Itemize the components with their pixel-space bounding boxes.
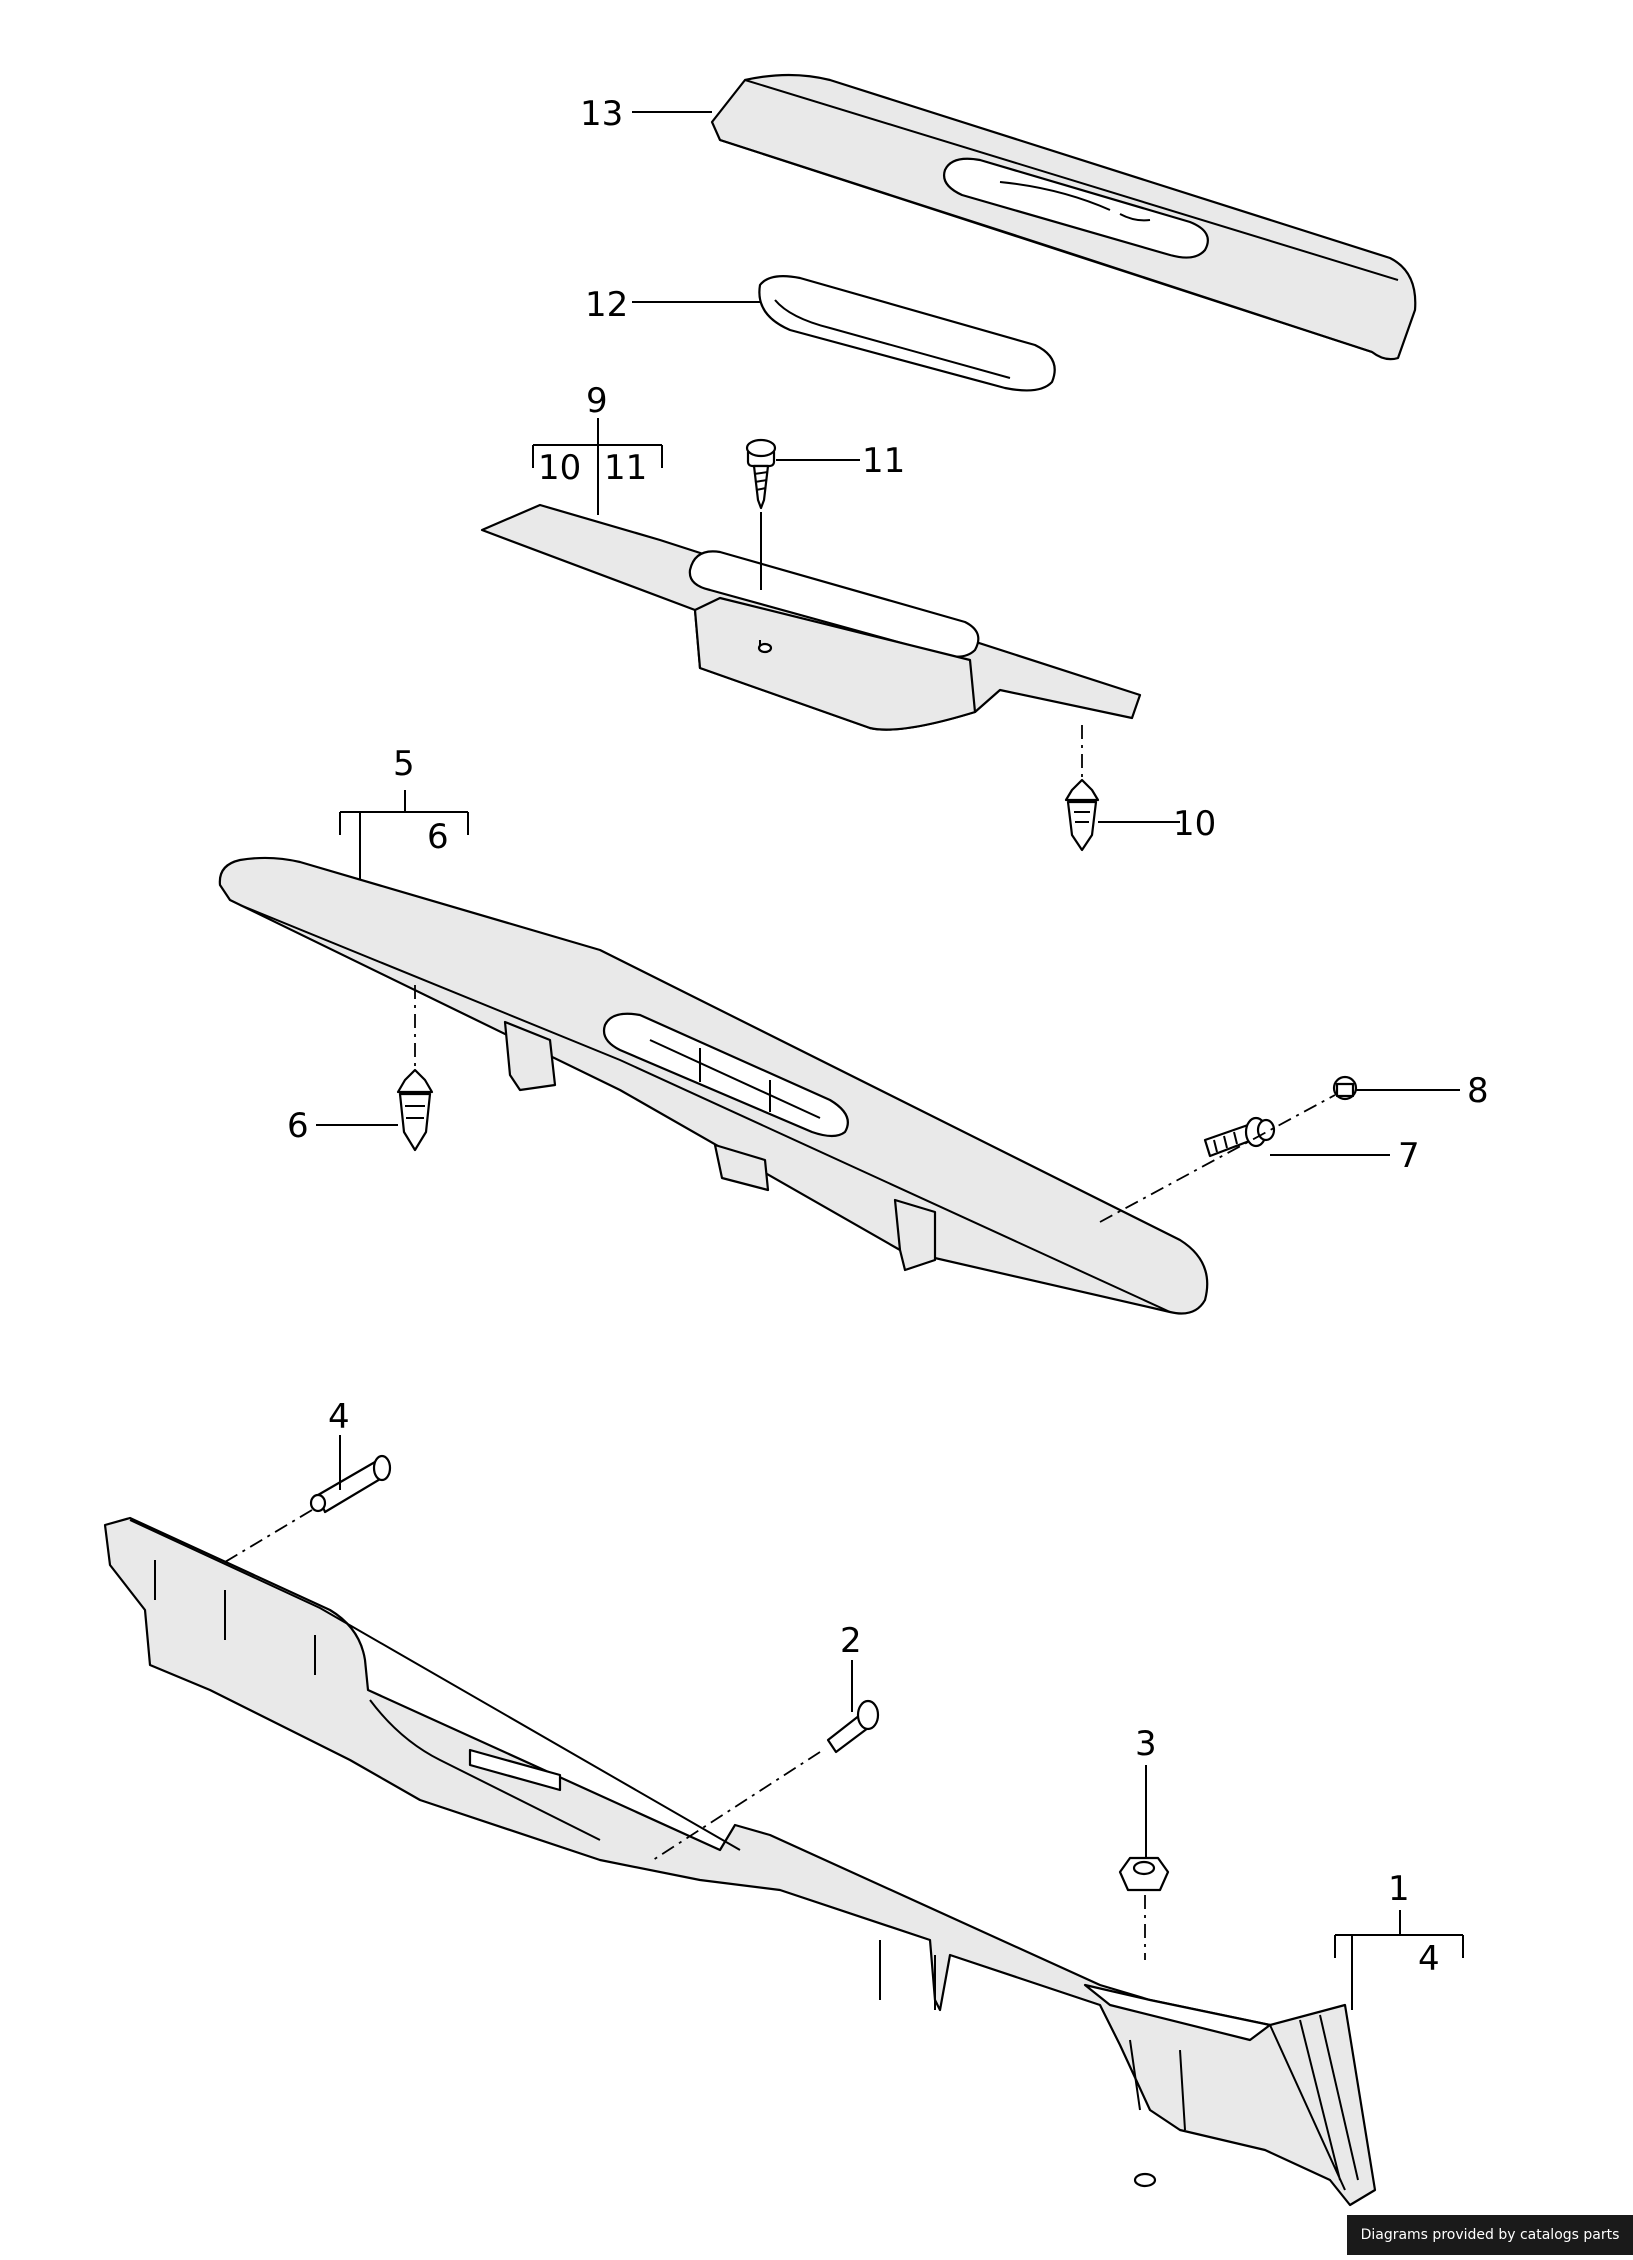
callout-13: 13 <box>580 94 623 134</box>
credit-badge: Diagrams provided by catalogs parts <box>1347 2215 1633 2255</box>
callout-6-sub: 6 <box>427 817 449 857</box>
part-7-bolt <box>1203 1116 1276 1158</box>
leader-dashed <box>214 1509 313 1569</box>
callout-8: 8 <box>1467 1071 1489 1111</box>
callout-leaders <box>316 111 1464 2010</box>
leader-dashed <box>1099 1094 1336 1223</box>
leader-dashed <box>649 1751 821 1863</box>
callout-10-sub: 10 <box>538 448 581 488</box>
part-4-pin <box>309 1454 392 1514</box>
part-8-grommet <box>1332 1075 1358 1101</box>
callout-4-sub: 4 <box>1418 1939 1440 1979</box>
callout-12: 12 <box>585 285 628 325</box>
callout-2: 2 <box>840 1621 862 1661</box>
part-5-main-trim <box>218 856 1209 1315</box>
part-6-clip <box>396 1068 434 1152</box>
callout-5: 5 <box>393 744 415 784</box>
part-9-upper-cover <box>480 503 1142 731</box>
part-13-trim-panel <box>710 73 1417 361</box>
part-12-seal <box>758 275 1056 392</box>
callout-9: 9 <box>586 381 608 421</box>
callout-4: 4 <box>328 1397 350 1437</box>
part-10-clip <box>1064 725 1100 852</box>
callout-3: 3 <box>1135 1724 1157 1764</box>
callout-labels: 13 12 9 10 11 11 10 5 6 6 7 8 4 2 3 1 4 <box>287 94 1489 1979</box>
part-2-bolt <box>826 1699 880 1754</box>
callout-10: 10 <box>1173 804 1216 844</box>
callout-1: 1 <box>1388 1869 1410 1909</box>
part-11-screw <box>745 438 777 590</box>
part-3-nut <box>1118 1856 1170 1892</box>
callout-6: 6 <box>287 1106 309 1146</box>
callout-11-sub: 11 <box>604 448 647 488</box>
callout-7: 7 <box>1398 1136 1420 1176</box>
callout-11: 11 <box>862 441 905 481</box>
part-1-carrier <box>103 1516 1377 2207</box>
